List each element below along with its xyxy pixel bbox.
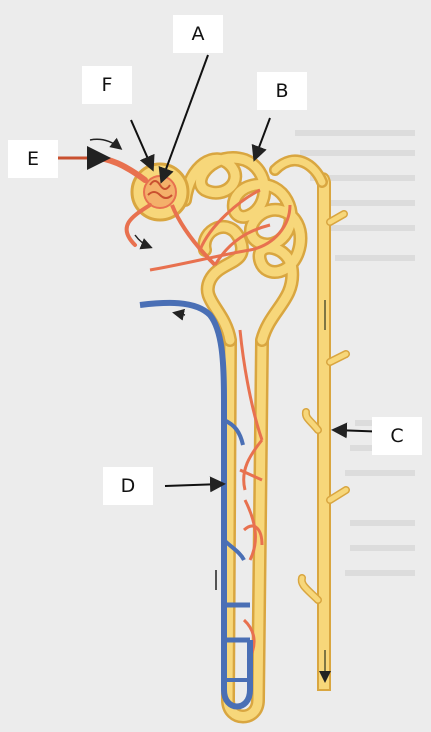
label-d: D — [103, 467, 153, 505]
label-a: A — [173, 15, 223, 53]
label-f: F — [82, 66, 132, 104]
label-c: C — [372, 417, 422, 455]
label-e: E — [8, 140, 58, 178]
label-b: B — [257, 72, 307, 110]
